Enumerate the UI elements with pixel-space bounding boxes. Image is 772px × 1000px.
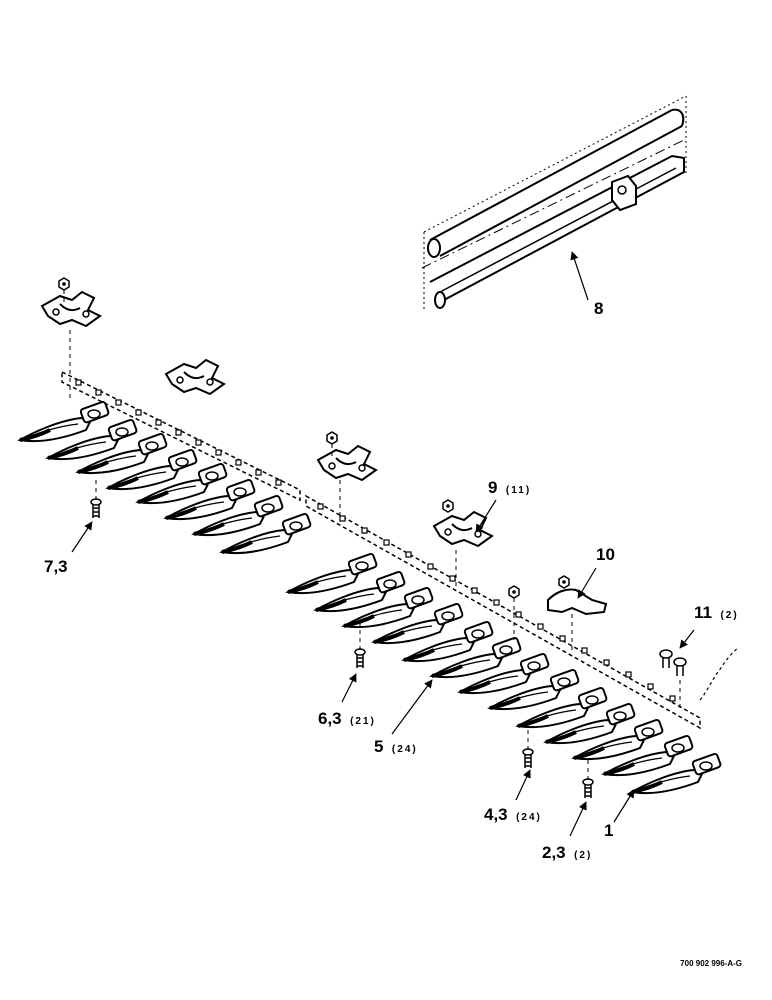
callout-5: 5 (24) bbox=[374, 737, 418, 756]
callout-10: 10 bbox=[596, 545, 615, 564]
cutterbar-right-section bbox=[286, 431, 739, 799]
callout-8: 8 bbox=[594, 299, 603, 318]
callout-1: 1 bbox=[604, 821, 613, 840]
callout-6-3: 6,3 (21) bbox=[318, 709, 376, 728]
callout-9: 9 (11) bbox=[488, 478, 531, 497]
callout-11: 11 (2) bbox=[694, 603, 739, 622]
callout-2-3: 2,3 (2) bbox=[542, 843, 592, 862]
cutterbar-left-section bbox=[18, 277, 314, 556]
leader-lines bbox=[71, 251, 695, 837]
callout-7-3: 7,3 bbox=[44, 557, 68, 576]
callout-4-3: 4,3 (24) bbox=[484, 805, 542, 824]
drawing-code: 700 902 996-A-G bbox=[680, 959, 742, 968]
knife-back-tube-assembly bbox=[421, 95, 687, 312]
